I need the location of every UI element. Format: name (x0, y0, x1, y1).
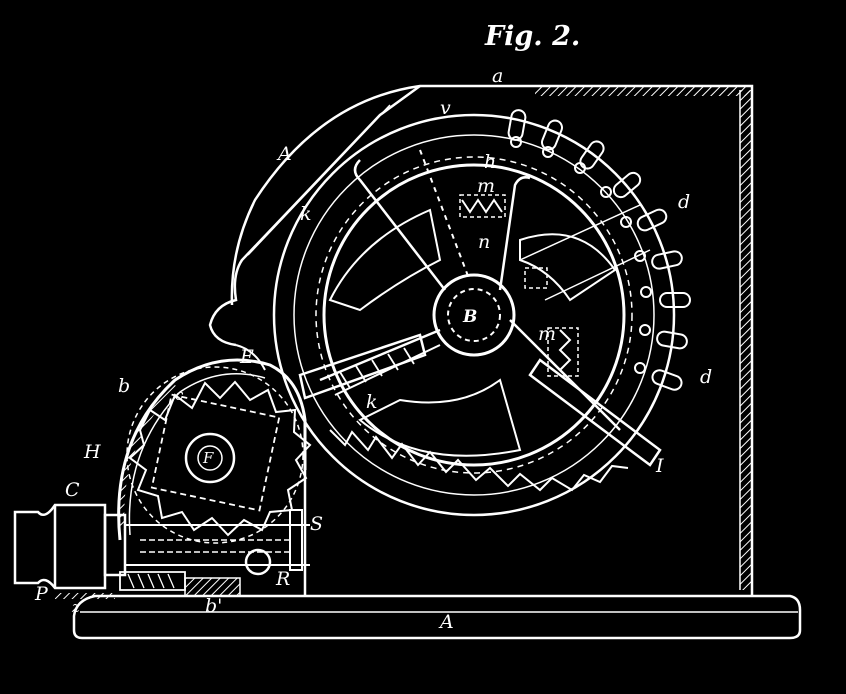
label-b-prime: b' (205, 595, 222, 617)
label-R: R (275, 568, 290, 590)
small-gear-assembly (117, 358, 312, 544)
lever-I (528, 358, 662, 467)
label-v: v (440, 97, 451, 119)
label-m-upper: m (477, 175, 495, 197)
label-d-top: d (678, 191, 690, 213)
label-n: n (478, 231, 490, 253)
label-h: h (484, 151, 496, 173)
knob-and-shaft (13, 503, 310, 599)
label-a: a (492, 65, 503, 87)
label-k: k (300, 203, 312, 225)
label-F: F (202, 449, 214, 467)
label-A-upper: A (276, 143, 292, 165)
label-P: P (34, 583, 49, 605)
label-A-base: A (438, 611, 454, 633)
label-b: b (118, 375, 130, 397)
base-plate (72, 594, 802, 640)
figure-title: Fig. 2. (484, 21, 580, 52)
label-I: I (655, 455, 664, 477)
wheel-crossbars (519, 204, 651, 301)
counting-pins (507, 109, 691, 391)
label-d-bottom: d (700, 366, 712, 388)
housing-frame (303, 84, 754, 596)
label-m-lower: m (538, 323, 556, 345)
main-wheel (272, 113, 676, 517)
label-S: S (310, 513, 323, 535)
label-B: B (462, 307, 477, 327)
label-z: z (71, 598, 80, 616)
label-C: C (65, 479, 80, 501)
label-c: c (175, 386, 184, 404)
outer-casing (208, 84, 535, 371)
label-k-lower: k (366, 391, 378, 413)
springs (298, 194, 579, 400)
label-E: E (239, 346, 254, 368)
label-H: H (83, 441, 101, 463)
main-wheel-teeth (329, 429, 629, 492)
